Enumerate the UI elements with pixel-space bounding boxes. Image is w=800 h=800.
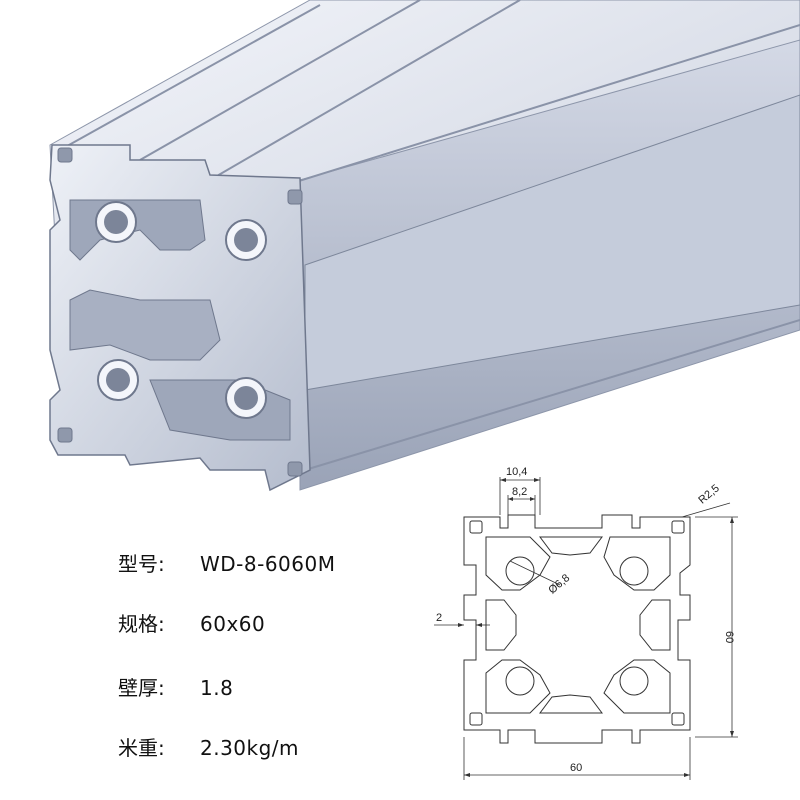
spec-size-label: 规格: (118, 612, 165, 636)
dim-slot-inner: 8,2 (512, 486, 527, 498)
spec-weight-value: 2.30kg/m (200, 736, 300, 760)
spec-size: 规格: 60x60 (118, 608, 265, 637)
dim-slot-outer: 10,4 (506, 466, 527, 478)
dim-hole-diameter: Ø6,8 (546, 572, 572, 597)
corner-pocket-bl (469, 712, 483, 726)
cavity-bottom-right (603, 659, 671, 714)
profile-outline (463, 514, 691, 744)
channel-left (485, 599, 517, 651)
channel-top (539, 536, 603, 556)
corner-pocket-tr (671, 520, 685, 534)
cavity-top-left (485, 536, 551, 591)
spec-model-label: 型号: (118, 552, 165, 576)
dim-height: 60 (723, 631, 735, 643)
profile-3d-render (49, 0, 800, 492)
cavity-bottom-left (485, 659, 551, 714)
dim-corner-radius: R2,5 (696, 482, 722, 506)
hole-bottom-right (619, 666, 649, 696)
hole-bottom-left (505, 666, 535, 696)
corner-pocket-br (671, 712, 685, 726)
spec-size-value: 60x60 (200, 612, 266, 636)
spec-model: 型号: WD-8-6060M (118, 548, 336, 577)
spec-wall-thickness-label: 壁厚: (118, 676, 165, 700)
hole-top-right (619, 556, 649, 586)
dim-width: 60 (570, 762, 582, 774)
cross-section-drawing: 10,4 8,2 R2,5 Ø6,8 2 60 60 (434, 466, 738, 780)
spec-wall-thickness: 壁厚: 1.8 (118, 672, 233, 701)
channel-bottom (539, 694, 603, 714)
hole-top-left (505, 556, 535, 586)
corner-pocket-tl (469, 520, 483, 534)
cavity-top-right (603, 536, 671, 591)
spec-weight: 米重: 2.30kg/m (118, 732, 299, 761)
dim-wall: 2 (436, 612, 442, 624)
spec-model-value: WD-8-6060M (200, 552, 336, 576)
channel-right (639, 599, 671, 651)
spec-wall-thickness-value: 1.8 (200, 676, 234, 700)
spec-weight-label: 米重: (118, 736, 165, 760)
